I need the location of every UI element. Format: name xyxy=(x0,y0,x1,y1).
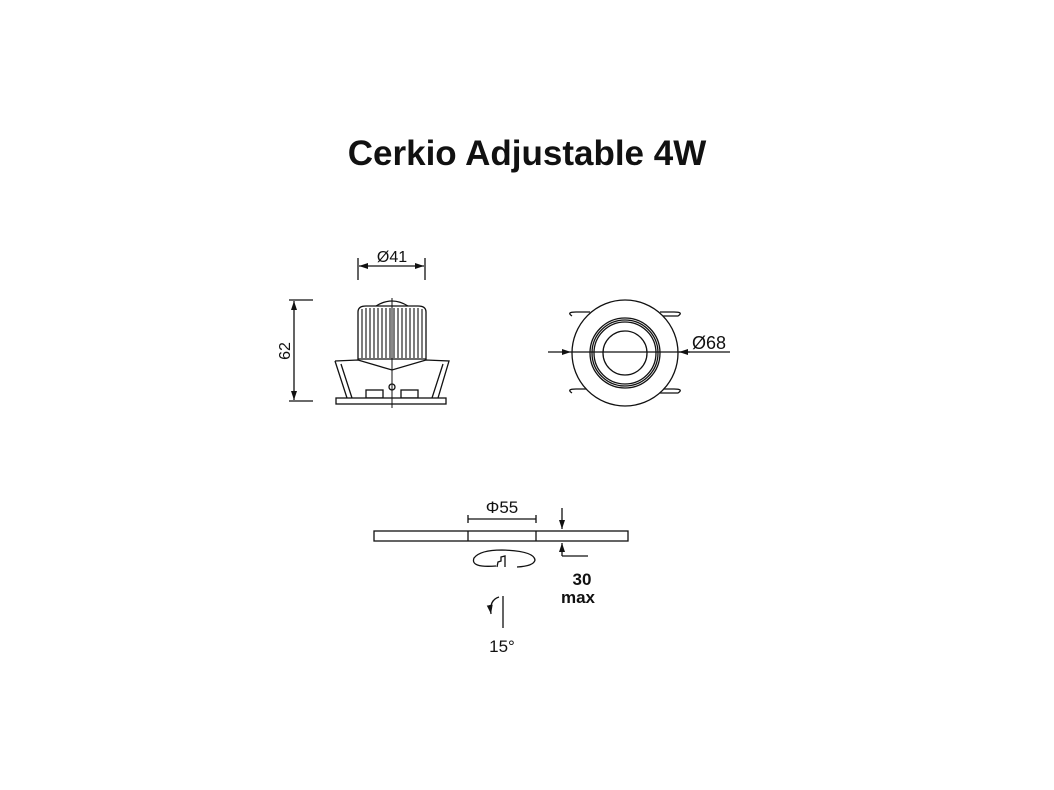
height-label: 62 xyxy=(277,342,294,360)
diameter-label: Ø68 xyxy=(692,333,726,353)
rotation-icon xyxy=(472,549,536,568)
tilt-label: 15° xyxy=(489,637,515,656)
thickness-unit: max xyxy=(561,588,596,607)
width-label: Ø41 xyxy=(377,249,407,266)
page-title: Cerkio Adjustable 4W xyxy=(347,134,707,173)
heatsink-fins xyxy=(361,308,423,358)
cutout-label: Φ55 xyxy=(486,498,518,517)
cutout-view: Φ55 30 max 15° xyxy=(373,498,629,656)
top-view: Ø68 xyxy=(548,299,730,407)
side-view: Ø41 62 xyxy=(277,249,450,408)
tilt-arrow-icon xyxy=(486,596,500,615)
thickness-value: 30 xyxy=(573,570,592,589)
